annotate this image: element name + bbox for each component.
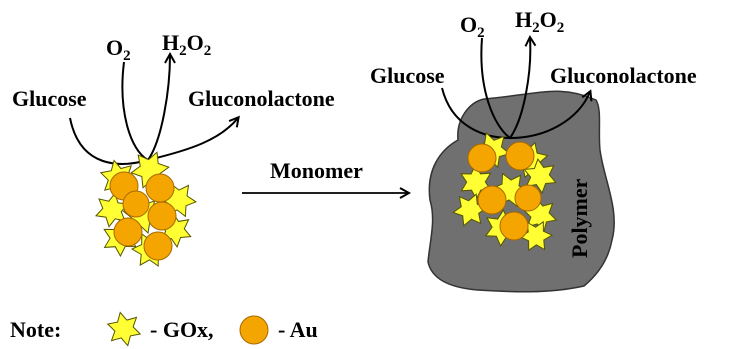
right-reaction-scheme: Glucose Gluconolactone O2 H2O2 Polymer bbox=[370, 7, 697, 293]
au-particle bbox=[477, 185, 507, 215]
left-oxygen-curve bbox=[121, 55, 170, 162]
au-particle bbox=[499, 211, 529, 241]
au-particle bbox=[113, 217, 143, 247]
right-enzyme-nanoparticle-cluster bbox=[452, 131, 558, 252]
left-o2-label: O2 bbox=[106, 35, 131, 64]
right-glucose-label: Glucose bbox=[370, 63, 445, 88]
right-o2-label: O2 bbox=[460, 12, 485, 41]
au-particle bbox=[505, 141, 535, 171]
polymer-label: Polymer bbox=[567, 178, 592, 258]
left-glucose-label: Glucose bbox=[12, 86, 87, 111]
polymerization-step: Monomer bbox=[242, 158, 408, 193]
legend-gox-label: - GOx, bbox=[150, 317, 214, 342]
right-gluconolactone-label: Gluconolactone bbox=[550, 63, 697, 88]
left-reaction-scheme: Glucose Gluconolactone O2 H2O2 bbox=[12, 30, 335, 267]
au-particle bbox=[145, 173, 175, 203]
au-particle bbox=[514, 184, 542, 212]
monomer-label: Monomer bbox=[270, 158, 363, 183]
legend-au-particle-icon bbox=[239, 315, 269, 345]
right-h2o2-label: H2O2 bbox=[515, 7, 564, 36]
au-particle bbox=[143, 231, 173, 261]
gox-star-icon bbox=[106, 311, 142, 347]
legend: Note: - GOx, - Au bbox=[10, 311, 318, 347]
au-particle bbox=[122, 190, 150, 218]
right-oxygen-curve bbox=[480, 38, 530, 140]
left-enzyme-nanoparticle-cluster bbox=[94, 151, 197, 267]
left-gluconolactone-label: Gluconolactone bbox=[188, 86, 335, 111]
left-h2o2-label: H2O2 bbox=[162, 30, 211, 59]
legend-gox-star-icon bbox=[106, 311, 142, 347]
au-particle bbox=[467, 143, 497, 173]
legend-au-label: - Au bbox=[278, 317, 318, 342]
au-particle bbox=[147, 201, 177, 231]
legend-title: Note: bbox=[10, 317, 61, 342]
